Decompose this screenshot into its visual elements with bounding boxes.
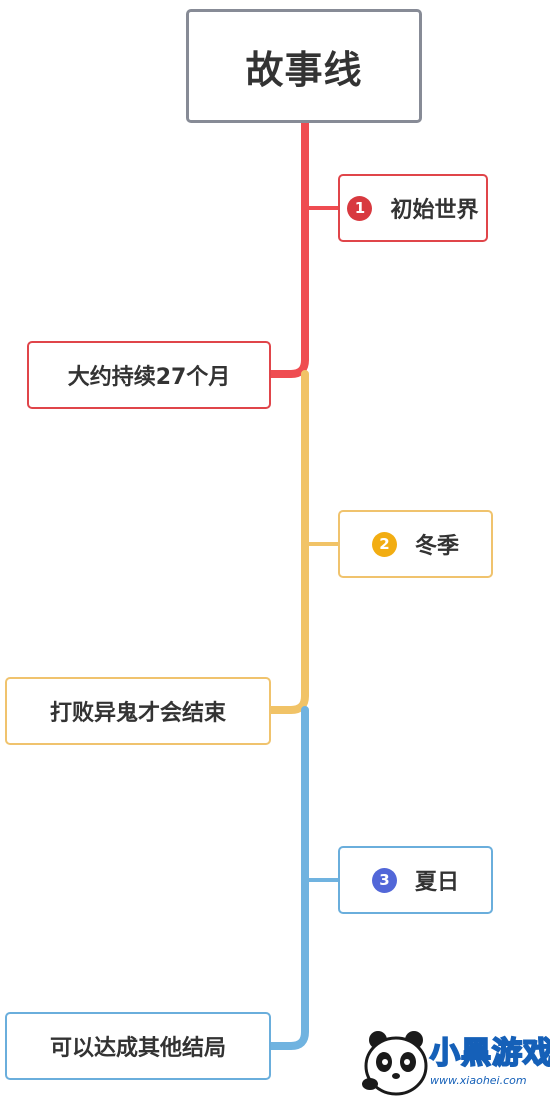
root-node-label: 故事线	[245, 47, 363, 92]
node-duration-label: 大约持续27个月	[67, 365, 231, 390]
node-defeat-white-walkers-label: 打败异鬼才会结束	[49, 701, 226, 726]
watermark-url: www.xiaohei.com	[430, 1074, 527, 1087]
node-other-endings: 可以达成其他结局	[5, 1012, 271, 1080]
number-badge-1: 1	[347, 195, 373, 221]
watermark-logo-text: 小黑游戏	[429, 1035, 550, 1072]
node-defeat-white-walkers: 打败异鬼才会结束	[5, 677, 271, 745]
node-winter-label: 冬季	[414, 534, 459, 559]
watermark-logo: 小黑游戏 www.xiaohei.com	[352, 1026, 550, 1098]
node-winter: 2 冬季	[338, 510, 493, 578]
panda-mascot-icon	[362, 1031, 428, 1096]
node-initial-world: 1 初始世界	[338, 174, 488, 242]
root-node: 故事线	[186, 9, 422, 123]
node-other-endings-label: 可以达成其他结局	[49, 1036, 226, 1061]
node-initial-world-label: 初始世界	[390, 198, 479, 223]
number-badge-2: 2	[371, 531, 397, 557]
connector-blue	[266, 706, 309, 1050]
node-summer: 3 夏日	[338, 846, 493, 914]
node-summer-label: 夏日	[414, 870, 459, 895]
number-badge-3: 3	[371, 867, 397, 893]
connector-yellow	[266, 370, 309, 714]
connector-red	[266, 119, 309, 378]
node-duration: 大约持续27个月	[27, 341, 271, 409]
